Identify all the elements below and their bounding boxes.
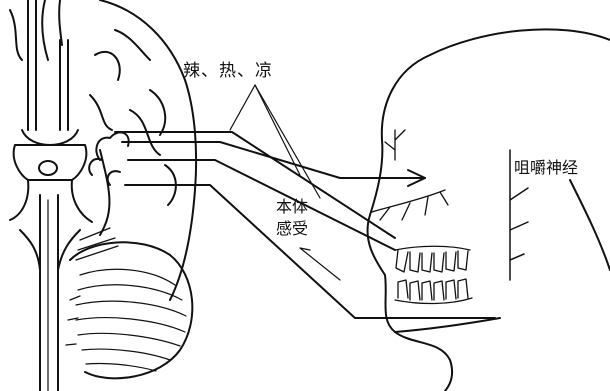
trigeminal-ganglion bbox=[66, 132, 129, 345]
taste-sensations-label: 辣、热、凉 bbox=[183, 63, 273, 80]
proprioception-label-line2: 感受 bbox=[276, 218, 316, 240]
brainstem bbox=[10, 0, 92, 391]
leader-lines bbox=[230, 85, 340, 280]
proprioception-label: 本体 感受 bbox=[276, 196, 316, 240]
face-profile bbox=[368, 29, 610, 391]
cerebellum bbox=[70, 242, 192, 378]
teeth bbox=[395, 246, 472, 303]
nerve-branches bbox=[372, 130, 448, 220]
proprioception-label-line1: 本体 bbox=[276, 196, 316, 218]
masticatory-nerve-label: 咀嚼神经 bbox=[514, 160, 578, 176]
